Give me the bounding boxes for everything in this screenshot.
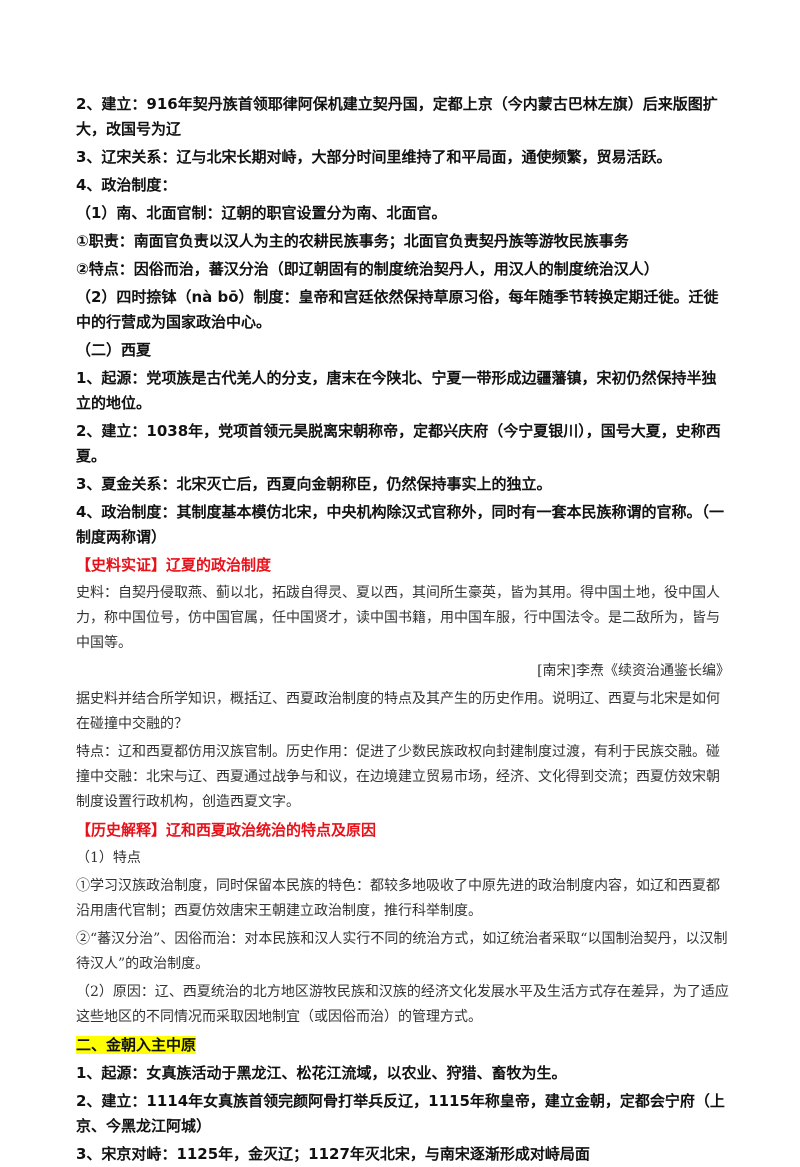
liao-dual-officials: （1）南、北面官制：辽朝的职官设置分为南、北面官。 [76,204,447,222]
jin-origin: 1、起源：女真族活动于黑龙江、松花江流域，以农业、狩猎、畜牧为生。 [76,1064,567,1082]
liao-establishment: 2、建立：916年契丹族首领耶律阿保机建立契丹国，定都上京（今内蒙古巴林左旗）后… [76,95,718,138]
xixia-heading: （二）西夏 [76,341,152,359]
explanation-features-heading: （1）特点 [76,850,141,866]
explanation-feature-1: ①学习汉族政治制度，同时保留本民族的特色：都较多地吸收了中原先进的政治制度内容，… [76,878,720,919]
evidence-answer: 特点：辽和西夏都仿用汉族官制。历史作用：促进了少数民族政权向封建制度过渡，有利于… [76,744,720,810]
liao-song-relations: 3、辽宋关系：辽与北宋长期对峙，大部分时间里维持了和平局面，通使频繁，贸易活跃。 [76,148,672,166]
xixia-establishment: 2、建立：1038年，党项首领元昊脱离宋朝称帝，定都兴庆府（今宁夏银川），国号大… [76,422,721,465]
jin-song-confrontation: 3、宋京对峙：1125年，金灭辽；1127年灭北宋，与南宋逐渐形成对峙局面 [76,1145,590,1163]
evidence-citation: [南宋]李焘《续资治通鉴长编》 [537,663,730,679]
evidence-question: 据史料并结合所学知识，概括辽、西夏政治制度的特点及其产生的历史作用。说明辽、西夏… [76,691,720,732]
document-page: 2、建立：916年契丹族首领耶律阿保机建立契丹国，定都上京（今内蒙古巴林左旗）后… [76,95,730,1163]
xixia-origin: 1、起源：党项族是古代羌人的分支，唐末在今陕北、宁夏一带形成边疆藩镇，宋初仍然保… [76,369,717,412]
explanation-feature-2: ②“蕃汉分治”、因俗而治：对本民族和汉人实行不同的统治方式，如辽统治者采取“以国… [76,931,728,972]
liao-duties: ①职责：南面官负责以汉人为主的农耕民族事务；北面官负责契丹族等游牧民族事务 [76,232,629,250]
jin-establishment: 2、建立：1114年女真族首领完颜阿骨打举兵反辽，1115年称皇帝，建立金朝，定… [76,1092,725,1135]
liao-features: ②特点：因俗而治，蕃汉分治（即辽朝固有的制度统治契丹人，用汉人的制度统治汉人） [76,260,659,278]
jin-heading: 二、金朝入主中原 [76,1036,197,1054]
xixia-jin-relations: 3、夏金关系：北宋灭亡后，西夏向金朝称臣，仍然保持事实上的独立。 [76,475,552,493]
jin-heading-line: 二、金朝入主中原 [76,1033,730,1058]
evidence-tag: 【史料实证】辽夏的政治制度 [76,556,272,574]
liao-nabo-system: （2）四时捺钵（nà bō）制度：皇帝和宫廷依然保持草原习俗，每年随季节转换定期… [76,288,719,331]
explanation-reason: （2）原因：辽、西夏统治的北方地区游牧民族和汉族的经济文化发展水平及生活方式存在… [76,984,729,1025]
xixia-politics: 4、政治制度：其制度基本模仿北宋，中央机构除汉式官称外，同时有一套本民族称谓的官… [76,503,724,546]
evidence-source: 史料：自契丹侵取燕、蓟以北，拓跋自得灵、夏以西，其间所生豪英，皆为其用。得中国土… [76,585,720,651]
liao-politics-heading: 4、政治制度： [76,176,177,194]
explanation-tag: 【历史解释】辽和西夏政治统治的特点及原因 [76,821,377,839]
